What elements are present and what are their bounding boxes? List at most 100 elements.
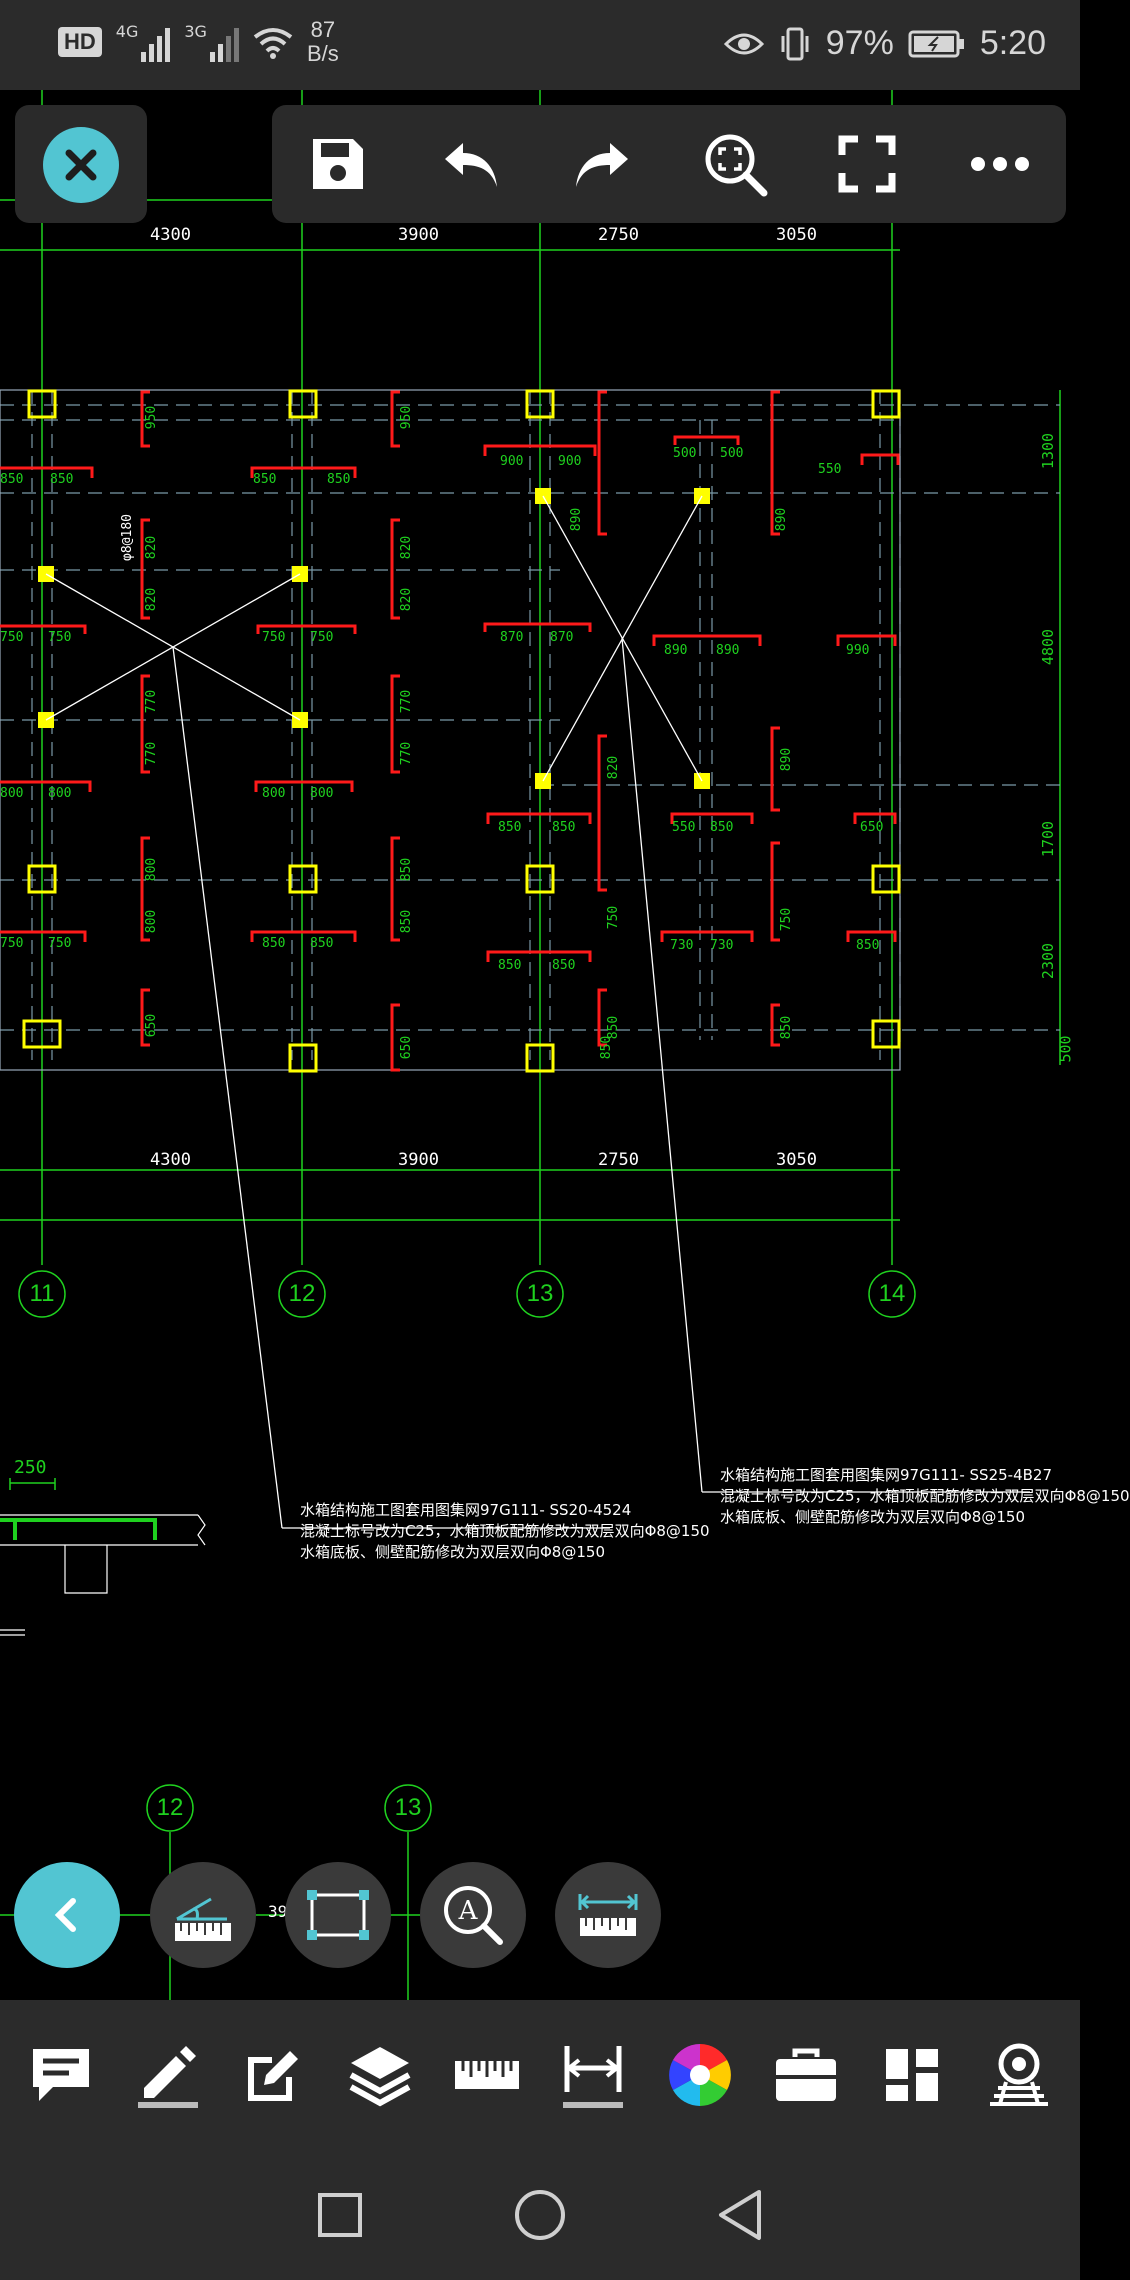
beam-dim-label: 850 — [599, 1035, 615, 1060]
distance-measure-button[interactable] — [555, 1862, 661, 1968]
more-button[interactable] — [955, 119, 1045, 209]
beam-dim-label: 870 — [500, 630, 524, 645]
toolbox-button[interactable] — [762, 2025, 850, 2125]
dimension-button[interactable] — [549, 2025, 637, 2125]
edit-icon — [247, 2051, 298, 2101]
beam-dim-label: 950 — [399, 405, 415, 430]
side-label-rebar: φ8@180 — [119, 514, 135, 561]
beam-dim-label: 820 — [399, 587, 415, 612]
beam-dim-label: 730 — [710, 938, 734, 953]
axis-label-lower-13: 13 — [394, 1794, 422, 1821]
dim-lower-partial: 39 — [268, 1902, 288, 1921]
signal-icon-2: 3G — [184, 22, 239, 62]
toolbox-icon — [775, 2048, 836, 2101]
layers-button[interactable] — [336, 2025, 424, 2125]
dim-bottom-1: 4300 — [150, 1150, 191, 1170]
beam-dim-label: 850 — [253, 472, 277, 487]
tank-corners — [38, 488, 710, 789]
home-button[interactable] — [505, 2180, 575, 2250]
color-button[interactable] — [656, 2025, 744, 2125]
beam-dim-label: 890 — [664, 643, 688, 658]
close-panel — [15, 105, 147, 223]
beam-dim-label: 850 — [856, 938, 880, 953]
status-left: HD 4G 3G 87 B/s — [58, 18, 339, 66]
cad-drawing — [0, 90, 1061, 2000]
dim-top-2: 3900 — [398, 225, 439, 245]
pencil-button[interactable] — [124, 2025, 212, 2125]
dim-right-2: 4800 — [1039, 628, 1058, 666]
zoom-extents-button[interactable] — [690, 119, 780, 209]
angle-measure-button[interactable] — [150, 1862, 256, 1968]
redo-icon — [575, 143, 628, 187]
comment-button[interactable] — [17, 2025, 105, 2125]
beam-dim-label: 850 — [399, 857, 415, 882]
cad-note-left: 水箱结构施工图套用图集网97G111- SS20-4524 混凝土标号改为C25… — [300, 1500, 710, 1563]
battery-percent: 97% — [825, 24, 894, 62]
beam-dim-label: 650 — [860, 820, 884, 835]
beam-dim-label: 750 — [48, 936, 72, 951]
status-bar: HD 4G 3G 87 B/s — [0, 0, 1080, 90]
clock: 5:20 — [979, 24, 1046, 62]
beam-dim-label: 890 — [779, 747, 795, 772]
beam-dim-label: 730 — [670, 938, 694, 953]
columns — [22, 389, 901, 1073]
beam-dim-label: 750 — [310, 630, 334, 645]
beam-dim-label: 820 — [144, 535, 160, 560]
beam-dim-label: 750 — [0, 630, 24, 645]
cad-drawing-canvas[interactable]: 4300 3900 2750 3050 4300 3900 2750 3050 … — [0, 90, 1130, 2000]
beam-dim-label: 800 — [310, 786, 334, 801]
beam-dim-label: 850 — [0, 472, 24, 487]
section-detail — [0, 1518, 157, 1540]
back-nav-icon — [719, 2190, 761, 2240]
view-button[interactable] — [975, 2025, 1063, 2125]
dashboard-icon — [886, 2049, 939, 2101]
beam-dim-label: 820 — [144, 587, 160, 612]
beam-dim-label: 870 — [550, 630, 574, 645]
fullscreen-button[interactable] — [822, 119, 912, 209]
note-right-line2: 混凝土标号改为C25，水箱顶板配筋修改为双层双向Φ8@150 — [720, 1487, 1130, 1505]
dim-top-3: 2750 — [598, 225, 639, 245]
dim-top-1: 4300 — [150, 225, 191, 245]
dim-top-4: 3050 — [776, 225, 817, 245]
edit-button[interactable] — [230, 2025, 318, 2125]
close-button[interactable] — [43, 127, 119, 203]
recent-apps-button[interactable] — [305, 2180, 375, 2250]
redo-button[interactable] — [558, 119, 648, 209]
beam-dim-label: 770 — [144, 741, 160, 766]
zoom-extents-icon — [705, 134, 768, 197]
dim-bottom-4: 3050 — [776, 1150, 817, 1170]
beam-dim-label: 850 — [262, 936, 286, 951]
recent-apps-icon — [318, 2193, 362, 2237]
distance-measure-icon — [578, 1894, 638, 1936]
dim-right-4: 2300 — [1039, 942, 1058, 980]
beam-dim-label: 890 — [716, 643, 740, 658]
hd-badge: HD — [58, 27, 102, 57]
beam-dim-label: 850 — [552, 958, 576, 973]
sim2-label: 3G — [184, 22, 207, 41]
ruler-button[interactable] — [443, 2025, 531, 2125]
dashboard-button[interactable] — [868, 2025, 956, 2125]
view-icon — [989, 2043, 1048, 2106]
save-button[interactable] — [293, 119, 383, 209]
beam-dim-label: 750 — [262, 630, 286, 645]
back-nav-button[interactable] — [705, 2180, 775, 2250]
beam-dim-label: 650 — [399, 1035, 415, 1060]
note-left-line3: 水箱底板、侧壁配筋修改为双层双向Φ8@150 — [300, 1543, 605, 1561]
bottom-toolbar — [0, 2000, 1080, 2150]
collapse-tools-button[interactable] — [14, 1862, 120, 1968]
text-search-button[interactable]: A — [420, 1862, 526, 1968]
undo-icon — [445, 143, 498, 187]
undo-button[interactable] — [425, 119, 515, 209]
note-right-line3: 水箱底板、侧壁配筋修改为双层双向Φ8@150 — [720, 1508, 1025, 1526]
note-left-line2: 混凝土标号改为C25，水箱顶板配筋修改为双层双向Φ8@150 — [300, 1522, 710, 1540]
beam-dim-label: 770 — [399, 689, 415, 714]
more-icon — [970, 157, 1029, 171]
detail-dim-250: 250 — [14, 1457, 47, 1478]
beam-dim-label: 850 — [50, 472, 74, 487]
rectangle-select-button[interactable] — [285, 1862, 391, 1968]
beam-dim-label: 750 — [48, 630, 72, 645]
beam-dim-label: 750 — [0, 936, 24, 951]
comment-icon — [33, 2049, 90, 2101]
save-icon — [313, 139, 364, 189]
color-wheel-icon — [668, 2044, 731, 2106]
